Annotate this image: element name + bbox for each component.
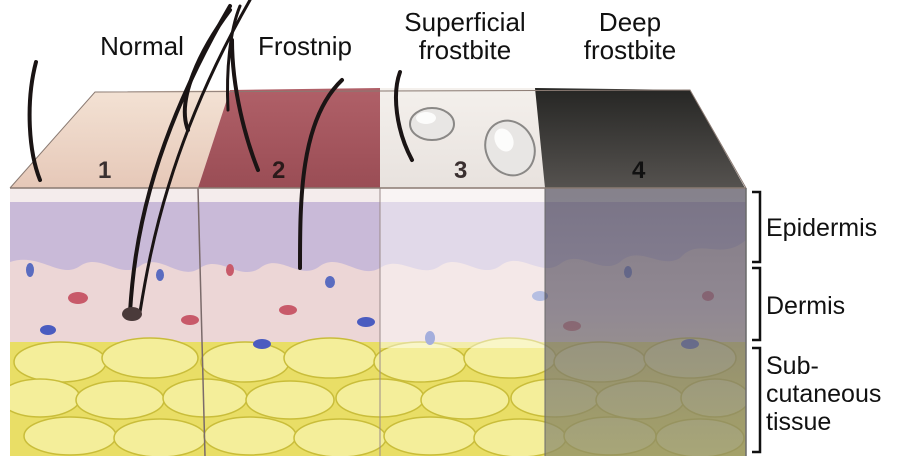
stage-number-3: 3 — [454, 157, 467, 184]
layer-brackets — [752, 192, 760, 452]
surface-superficial — [380, 88, 560, 188]
layer-label-dermis: Dermis — [766, 292, 845, 320]
deep-front-overlay — [545, 188, 746, 456]
layer-label-subcutaneous: Sub- cutaneous tissue — [766, 352, 896, 436]
superficial-front-overlay — [380, 188, 545, 348]
stage-number-1: 1 — [98, 157, 111, 184]
stage-number-4: 4 — [632, 157, 646, 184]
stage-number-2: 2 — [272, 157, 285, 184]
layer-label-epidermis: Epidermis — [766, 214, 877, 242]
hair-follicle — [122, 307, 142, 321]
